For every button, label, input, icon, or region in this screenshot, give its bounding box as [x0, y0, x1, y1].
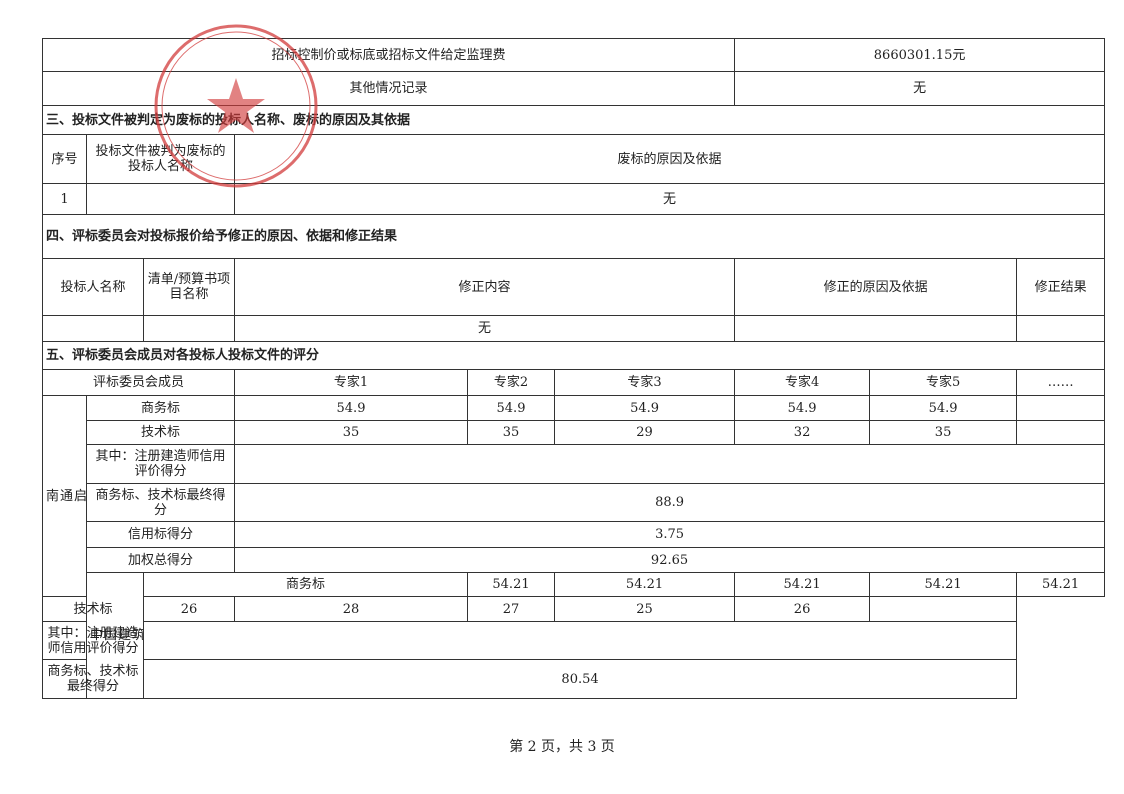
- section4-col-result: 修正结果: [1016, 258, 1106, 316]
- score-cell: 54.9: [234, 395, 468, 421]
- page-footer: 第 2 页，共 3 页: [509, 739, 615, 755]
- row-label-weighted: 加权总得分: [86, 547, 235, 573]
- expert-header: 专家3: [553, 369, 736, 396]
- bidder1-technical-row: 技术标 35 35 29 32 35: [43, 420, 1106, 445]
- section3-col-bidder: 投标文件被判为废标的投标人名称: [86, 134, 235, 184]
- section4-col-item: 清单/预算书项目名称: [143, 258, 235, 316]
- score-cell: 26: [143, 596, 235, 622]
- bid-evaluation-table: 招标控制价或标底或招标文件给定监理费 8660301.15元 其他情况记录 无 …: [41, 38, 1106, 699]
- section3-col-reason: 废标的原因及依据: [233, 134, 1106, 184]
- score-cell: 54.21: [1016, 572, 1106, 597]
- section4-col-content: 修正内容: [233, 258, 736, 316]
- score-cell: 54.21: [553, 572, 736, 597]
- expert-header: 专家4: [734, 369, 871, 396]
- section5-members-label: 评标委员会成员: [42, 369, 235, 396]
- section4-row-item: [143, 315, 235, 342]
- bidder2-registered-row: 其中：注册建造师信用评价得分: [42, 621, 1105, 660]
- section4-row-reason: [734, 315, 1018, 342]
- score-cell: 54.21: [734, 572, 871, 597]
- score-cell: 35: [869, 420, 1018, 445]
- section3-heading: 三、投标文件被判定为废标的投标人名称、废标的原因及其依据: [41, 105, 1106, 135]
- section4-col-reason: 修正的原因及依据: [734, 258, 1018, 316]
- row-label-credit: 信用标得分: [86, 521, 235, 548]
- other-record-label: 其他情况记录: [41, 71, 736, 106]
- bidder2-final-value: 80.54: [142, 659, 1018, 699]
- score-cell: 29: [553, 420, 736, 445]
- bidder1-credit-row: 信用标得分 3.75: [43, 521, 1106, 548]
- bidder1-registered-row: 其中：注册建造师信用评价得分: [43, 444, 1106, 484]
- score-cell: 54.21: [467, 572, 555, 597]
- expert-header: 专家2: [467, 369, 555, 396]
- bidder1-weighted-value: 92.65: [233, 547, 1106, 573]
- score-cell: 35: [467, 420, 555, 445]
- score-cell: 27: [467, 596, 555, 622]
- row-label-business: 商务标: [143, 572, 468, 597]
- control-price-label: 招标控制价或标底或招标文件给定监理费: [41, 38, 736, 72]
- score-cell: 32: [734, 420, 871, 445]
- score-cell: 28: [234, 596, 468, 622]
- score-cell: 54.9: [553, 395, 736, 421]
- bidder1-business-row: 南通启益建设集团有限公司 商务标 54.9 54.9 54.9 54.9 54.…: [42, 395, 1106, 597]
- section4-heading-row: 四、评标委员会对投标报价给予修正的原因、依据和修正结果: [41, 214, 1106, 259]
- score-cell: [1016, 395, 1106, 421]
- bidder1-final-row: 商务标、技术标最终得分 88.9: [43, 483, 1106, 522]
- bidder1-credit-value: 3.75: [233, 521, 1106, 548]
- section5-header-row: 评标委员会成员 专家1 专家2 专家3 专家4 专家5 ……: [42, 369, 1106, 396]
- section4-heading: 四、评标委员会对投标报价给予修正的原因、依据和修正结果: [41, 214, 1106, 259]
- score-cell: 25: [553, 596, 736, 622]
- bidder2-technical-row: 技术标 26 28 27 25 26: [42, 596, 1105, 622]
- bidder2-final-row: 商务标、技术标最终得分 80.54: [42, 659, 1105, 699]
- bidder1-name: 南通启益建设集团有限公司: [42, 395, 87, 597]
- section3-row-value: 无: [233, 183, 1106, 215]
- score-cell: 54.9: [869, 395, 1018, 421]
- other-record-row: 其他情况记录 无: [41, 71, 1106, 106]
- other-record-value: 无: [734, 71, 1106, 106]
- section4-row-bidder: [42, 315, 144, 342]
- expert-header: ……: [1016, 369, 1106, 396]
- control-price-row: 招标控制价或标底或招标文件给定监理费 8660301.15元: [41, 38, 1106, 72]
- row-label-final: 商务标、技术标最终得分: [86, 483, 235, 522]
- score-cell: [1016, 420, 1106, 445]
- score-cell: 54.9: [467, 395, 555, 421]
- row-label-business: 商务标: [86, 395, 235, 421]
- row-label-registered: 其中：注册建造师信用评价得分: [86, 444, 235, 484]
- control-price-value: 8660301.15元: [734, 38, 1106, 72]
- expert-header: 专家5: [869, 369, 1018, 396]
- bidder2-registered-value: [142, 621, 1018, 660]
- score-cell: 54.9: [734, 395, 871, 421]
- section4-header-row: 投标人名称 清单/预算书项目名称 修正内容 修正的原因及依据 修正结果: [42, 258, 1106, 316]
- score-cell: 26: [734, 596, 871, 622]
- section3-data-row: 1 无: [42, 183, 1106, 215]
- section5-heading: 五、评标委员会成员对各投标人投标文件的评分: [41, 341, 1106, 370]
- bidder1-weighted-row: 加权总得分 92.65: [43, 547, 1106, 573]
- section3-row-bidder: [86, 183, 235, 215]
- row-label-technical: 技术标: [86, 420, 235, 445]
- row-label-final: 商务标、技术标最终得分: [42, 659, 144, 699]
- section4-data-row: 无: [42, 315, 1106, 342]
- score-cell: 35: [234, 420, 468, 445]
- section3-header-row: 序号 投标文件被判为废标的投标人名称 废标的原因及依据: [42, 134, 1106, 184]
- row-label-technical: 技术标: [42, 596, 144, 622]
- row-label-registered: 其中：注册建造师信用评价得分: [42, 621, 144, 660]
- score-cell: [869, 596, 1018, 622]
- bidder1-registered-value: [233, 444, 1106, 484]
- section3-heading-row: 三、投标文件被判定为废标的投标人名称、废标的原因及其依据: [41, 105, 1106, 135]
- section4-row-result: [1016, 315, 1106, 342]
- expert-header: 专家1: [234, 369, 468, 396]
- section4-col-bidder: 投标人名称: [42, 258, 144, 316]
- section4-row-content: 无: [233, 315, 736, 342]
- section3-row-no: 1: [42, 183, 87, 215]
- section5-heading-row: 五、评标委员会成员对各投标人投标文件的评分: [41, 341, 1106, 370]
- bidder1-final-value: 88.9: [233, 483, 1106, 522]
- bidder2-business-row: 中国建筑技术集团有限 商务标 54.21 54.21 54.21 54.21 5…: [43, 572, 1106, 699]
- score-cell: 54.21: [869, 572, 1018, 597]
- section3-col-no: 序号: [42, 134, 87, 184]
